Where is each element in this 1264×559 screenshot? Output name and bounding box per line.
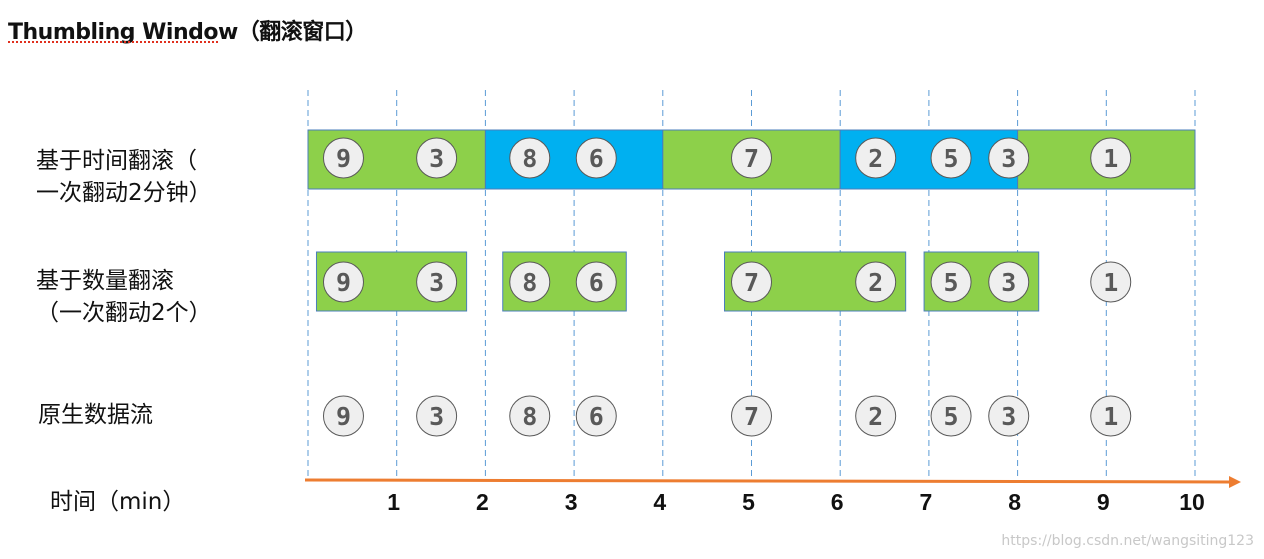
axis-tick-label: 7 xyxy=(920,489,933,515)
event-value: 8 xyxy=(522,402,537,431)
time-window-label-line-1: 基于时间翻滚（ xyxy=(36,148,197,174)
event-value: 1 xyxy=(1103,144,1118,173)
count-window-row-label: 基于数量翻滚 （一次翻动2个） xyxy=(36,265,212,329)
event-value: 8 xyxy=(522,268,537,297)
event-circle xyxy=(322,137,364,179)
event-value: 3 xyxy=(1001,402,1016,431)
event-circle xyxy=(575,261,617,303)
event-value: 2 xyxy=(868,402,883,431)
time-window-row-label: 基于时间翻滚（ 一次翻动2分钟） xyxy=(36,145,212,209)
event-circle xyxy=(1090,261,1132,303)
event-value: 6 xyxy=(589,144,604,173)
spellcheck-underline xyxy=(8,41,220,43)
event-circle xyxy=(322,261,364,303)
time-axis-arrowhead xyxy=(1229,476,1241,488)
event-circle xyxy=(855,137,897,179)
event-value: 3 xyxy=(1001,144,1016,173)
event-value: 6 xyxy=(589,402,604,431)
axis-tick-label: 1 xyxy=(387,489,400,515)
axis-tick-label: 10 xyxy=(1179,489,1205,515)
event-value: 8 xyxy=(522,144,537,173)
event-circle xyxy=(416,395,458,437)
event-circle xyxy=(1090,395,1132,437)
axis-tick-label: 9 xyxy=(1097,489,1110,515)
axis-tick-label: 4 xyxy=(653,489,666,515)
event-circle xyxy=(509,395,551,437)
axis-tick-label: 3 xyxy=(565,489,578,515)
event-value: 5 xyxy=(944,144,959,173)
event-value: 9 xyxy=(336,144,351,173)
event-circle xyxy=(509,261,551,303)
count-window-label-line-2: （一次翻动2个） xyxy=(36,300,212,326)
event-circle xyxy=(988,395,1030,437)
event-value: 9 xyxy=(336,402,351,431)
event-value: 2 xyxy=(868,268,883,297)
event-circle xyxy=(855,261,897,303)
event-circle xyxy=(988,137,1030,179)
event-value: 2 xyxy=(868,144,883,173)
event-circle xyxy=(731,261,772,303)
event-value: 3 xyxy=(429,268,444,297)
event-circle xyxy=(322,395,364,437)
axis-tick-label: 5 xyxy=(742,489,755,515)
event-value: 1 xyxy=(1103,402,1118,431)
axis-tick-label: 6 xyxy=(831,489,844,515)
event-value: 5 xyxy=(944,402,959,431)
time-axis-line xyxy=(304,478,1233,484)
event-value: 7 xyxy=(744,268,759,297)
event-value: 3 xyxy=(1001,268,1016,297)
raw-stream-row-label: 原生数据流 xyxy=(38,402,153,428)
watermark: https://blog.csdn.net/wangsiting123 xyxy=(1001,533,1254,549)
event-circle xyxy=(575,137,617,179)
event-value: 3 xyxy=(429,402,444,431)
event-circle xyxy=(855,395,897,437)
event-circle xyxy=(988,261,1030,303)
axis-tick-label: 8 xyxy=(1008,489,1021,515)
event-circle xyxy=(930,261,972,303)
event-value: 1 xyxy=(1103,268,1118,297)
event-circle xyxy=(416,261,458,303)
time-axis-label: 时间（min） xyxy=(50,489,186,515)
event-value: 9 xyxy=(336,268,351,297)
event-circle xyxy=(1090,137,1132,179)
diagram-title: Thumbling Window（翻滚窗口） xyxy=(8,20,367,45)
event-value: 7 xyxy=(744,144,759,173)
event-circle xyxy=(930,395,972,437)
event-circle xyxy=(416,137,458,179)
axis-tick-label: 2 xyxy=(476,489,489,515)
event-value: 6 xyxy=(589,268,604,297)
event-circle xyxy=(731,395,772,437)
event-value: 3 xyxy=(429,144,444,173)
count-window-label-line-1: 基于数量翻滚 xyxy=(36,268,174,294)
event-circle xyxy=(930,137,972,179)
event-value: 5 xyxy=(944,268,959,297)
event-circle xyxy=(731,137,772,179)
event-circle xyxy=(509,137,551,179)
time-window-label-line-2: 一次翻动2分钟） xyxy=(36,180,212,206)
event-value: 7 xyxy=(744,402,759,431)
event-circle xyxy=(575,395,617,437)
